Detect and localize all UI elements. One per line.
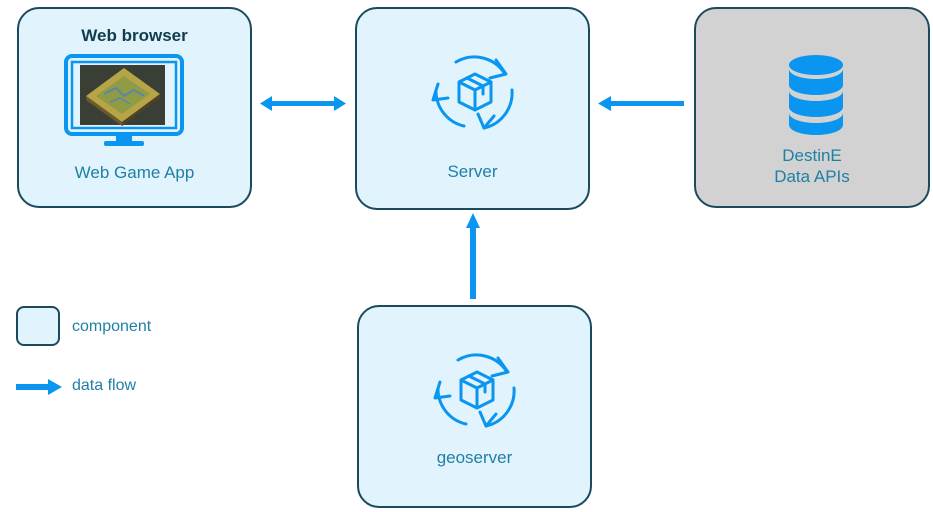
- monitor-icon: [64, 54, 184, 146]
- legend-flow-label: data flow: [72, 377, 137, 394]
- destine-label: DestinE: [782, 146, 842, 165]
- geoserver-server-arrow-head: [466, 213, 480, 228]
- server-label: Server: [447, 162, 498, 181]
- package-sync-icon: [433, 353, 516, 428]
- web-browser-component: Web browser Web Game App: [17, 7, 252, 208]
- browser-server-arrow-shaft: [270, 101, 334, 106]
- database-icon: [789, 55, 843, 135]
- destine-data-apis-component: DestinE Data APIs: [694, 7, 930, 208]
- geoserver-label: geoserver: [436, 448, 513, 467]
- browser-server-arrow-head-right: [334, 96, 346, 111]
- geoserver-server-arrow-shaft: [470, 226, 476, 299]
- web-game-app-label: Web Game App: [74, 163, 195, 182]
- geoserver-component: geoserver: [357, 305, 592, 508]
- legend-component-label: component: [72, 318, 152, 335]
- legend-arrow-icon: [16, 379, 62, 395]
- package-sync-icon: [431, 55, 514, 130]
- browser-server-arrow-head-left: [260, 96, 272, 111]
- server-component: Server: [355, 7, 590, 210]
- apis-server-arrow-shaft: [610, 101, 684, 106]
- legend-component-swatch: [16, 306, 60, 346]
- data-apis-label: Data APIs: [774, 167, 850, 186]
- web-browser-title: Web browser: [81, 26, 188, 45]
- apis-server-arrow-head: [598, 96, 611, 111]
